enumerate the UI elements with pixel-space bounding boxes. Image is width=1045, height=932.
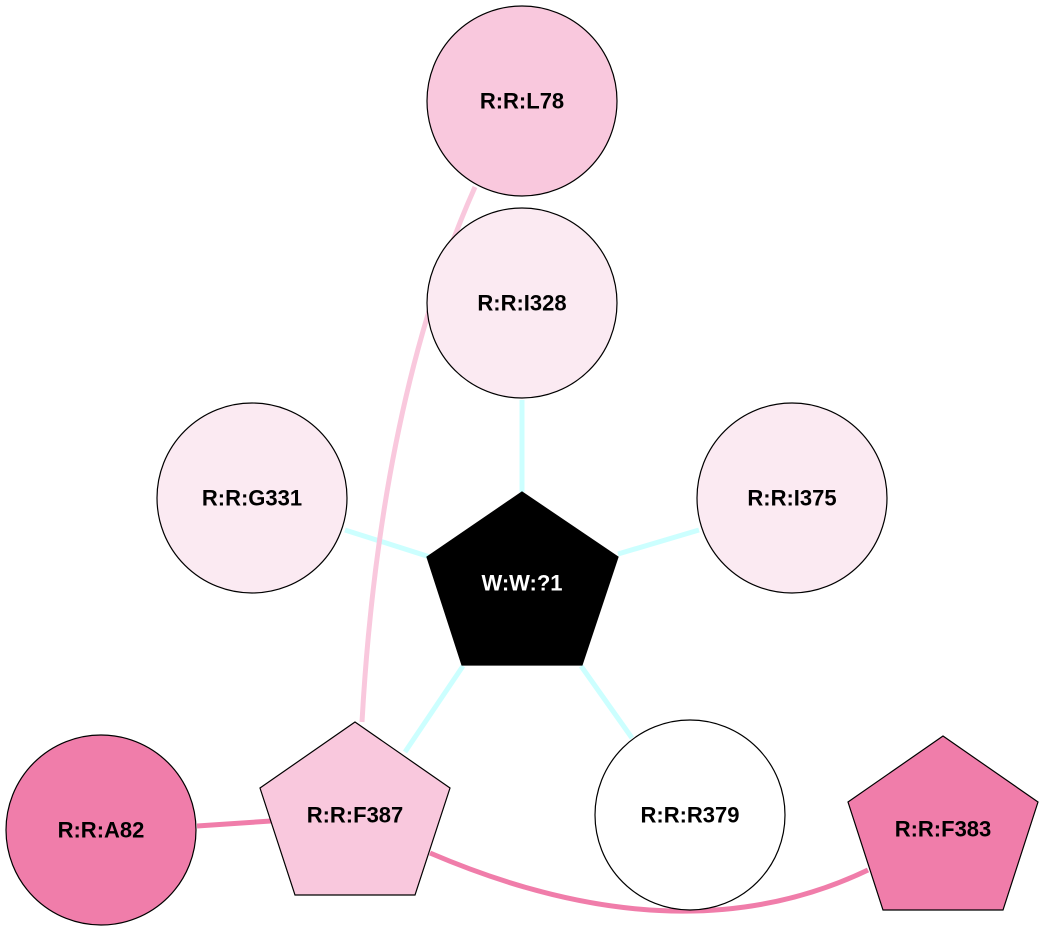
node-f387[interactable]: R:R:F387 [259, 721, 451, 896]
node-i375[interactable]: R:R:I375 [696, 402, 888, 594]
edge-w1-i375 [617, 527, 700, 557]
node-label: R:R:G331 [202, 486, 302, 511]
node-label: R:R:R379 [640, 803, 739, 828]
node-g331[interactable]: R:R:G331 [156, 402, 348, 594]
node-label: R:R:I328 [477, 291, 566, 316]
edge-w1-r379 [578, 664, 635, 740]
node-i328[interactable]: R:R:I328 [426, 207, 618, 399]
edge-a82-f387 [196, 818, 272, 829]
node-w1[interactable]: W:W:?1 [426, 491, 619, 666]
node-label: R:R:F383 [895, 817, 992, 842]
node-label: R:R:F387 [307, 803, 404, 828]
edge-w1-g331 [344, 527, 431, 560]
node-label: R:R:I375 [747, 486, 836, 511]
node-l78[interactable]: R:R:L78 [426, 5, 618, 197]
node-r379[interactable]: R:R:R379 [594, 719, 786, 911]
edge-f387-f383 [429, 850, 870, 914]
node-a82[interactable]: R:R:A82 [5, 734, 197, 926]
edge-w1-f387 [402, 664, 466, 754]
node-f383[interactable]: R:R:F383 [847, 735, 1039, 911]
node-label: R:R:A82 [58, 818, 145, 843]
node-label: R:R:L78 [480, 89, 564, 114]
node-label: W:W:?1 [481, 571, 562, 596]
